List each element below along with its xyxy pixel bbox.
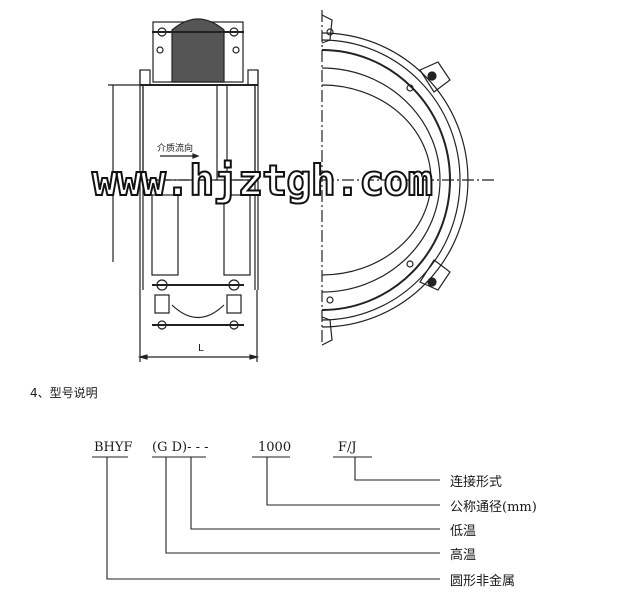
flow-direction-label: 介质流向 bbox=[157, 144, 194, 154]
legend-high-temperature: 高温 bbox=[450, 548, 477, 563]
code-temperature: (G D)- - - bbox=[152, 440, 209, 455]
upper-bellows bbox=[171, 18, 225, 83]
length-label: L bbox=[198, 343, 204, 354]
code-series: BHYF bbox=[94, 440, 133, 455]
watermark: www.hjztgh.com bbox=[91, 155, 434, 206]
side-view bbox=[108, 18, 260, 362]
front-view bbox=[321, 10, 495, 346]
legend-connection-type: 连接形式 bbox=[450, 475, 503, 490]
section-title: 4、型号说明 bbox=[30, 386, 98, 400]
legend-nominal-diameter: 公称通径(mm) bbox=[450, 500, 537, 515]
legend-round-nonmetal: 圆形非金属 bbox=[450, 574, 516, 589]
legend-low-temperature: 低温 bbox=[450, 524, 477, 539]
model-code-leaders bbox=[92, 456, 440, 580]
code-connection: F/J bbox=[338, 440, 357, 455]
code-diameter: 1000 bbox=[258, 440, 292, 455]
